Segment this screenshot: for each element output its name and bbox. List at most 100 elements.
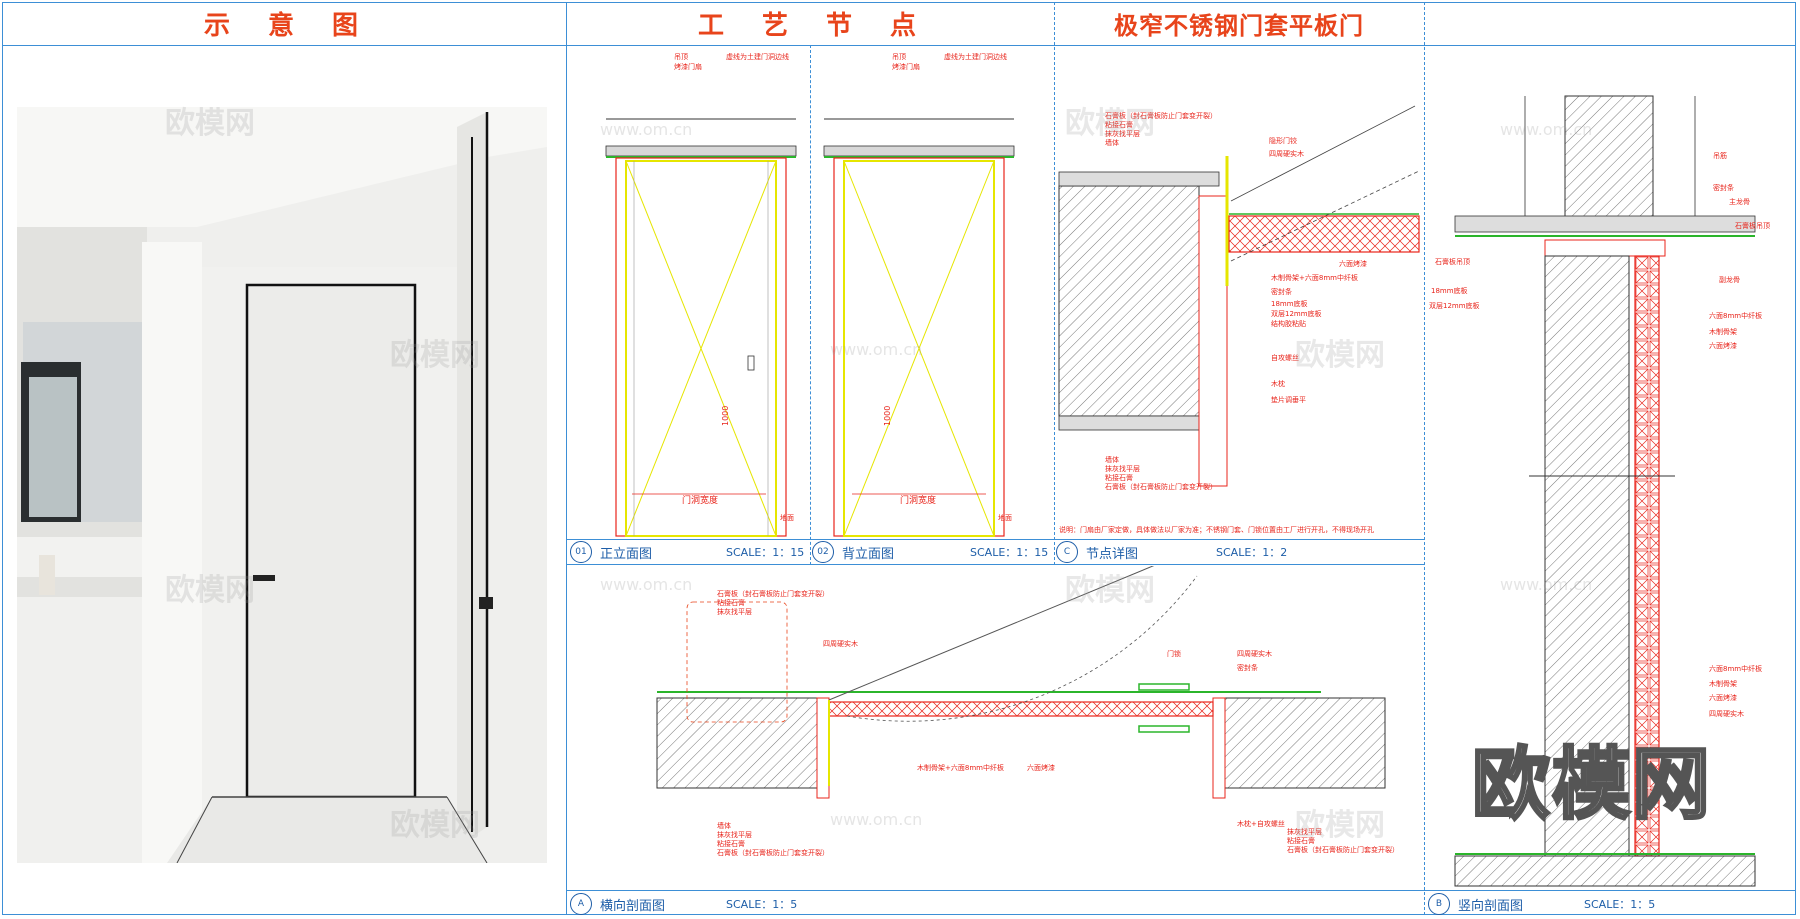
detail-top-label-1: 石膏板（封石膏板防止门套变开裂）: [1105, 111, 1217, 120]
section-a-left-bottom-3: 粘接石膏: [717, 839, 745, 848]
caption-number: B: [1428, 893, 1450, 915]
section-a-right-label-2: 四周硬实木: [1237, 649, 1272, 658]
caption-title: 竖向剖面图: [1458, 898, 1524, 914]
caption-scale: SCALE：1：15: [970, 546, 1049, 559]
detail-top-label-2: 粘接石膏: [1105, 120, 1133, 129]
section-a-right-bottom-3: 粘接石膏: [1287, 836, 1315, 845]
section-b-label-2: 密封条: [1713, 183, 1734, 192]
section-b-label-5: 石膏板吊顶: [1435, 257, 1470, 266]
front-label-opening: 虚线为土建门洞边线: [726, 52, 789, 61]
handle-height-back: 1000: [883, 406, 892, 426]
section-b-label-8: 副龙骨: [1719, 275, 1740, 284]
section-a-right-bottom-4: 石膏板（封石膏板防止门套变开裂）: [1287, 845, 1399, 854]
detail-note: 说明：门扇由厂家定做，具体做法以厂家为准；不锈钢门套、门锁位置由工厂进行开孔，不…: [1059, 525, 1374, 534]
section-b-label-7: 双层12mm底板: [1429, 301, 1480, 310]
detail-right-label-8: 结构胶粘贴: [1271, 319, 1306, 328]
caption-number: C: [1056, 541, 1078, 563]
section-a-left-bottom-4: 石膏板（封石膏板防止门套变开裂）: [717, 848, 829, 857]
detail-top-label-4: 墙体: [1105, 138, 1119, 147]
section-a-right-label-1: 门锁: [1167, 649, 1181, 658]
caption-node-detail: C 节点详图 SCALE：1：2: [1056, 540, 1422, 564]
section-a-left-bottom-1: 墙体: [717, 821, 731, 830]
section-b-bottom-label-4: 四周硬实木: [1709, 709, 1744, 718]
detail-right-label-11: 垫片调垂平: [1271, 395, 1306, 404]
node-detail-drawing: 石膏板（封石膏板防止门套变开裂） 粘接石膏 抹灰找平层 墙体 隐形门铰 四周硬实…: [1058, 105, 1420, 534]
divider-elevations: [810, 45, 811, 565]
section-b-label-3: 主龙骨: [1729, 197, 1750, 206]
front-label-door-leaf: 烤漆门扇: [674, 62, 702, 71]
caption-scale: SCALE：1：5: [726, 898, 798, 911]
section-b-bottom-label-3: 六面烤漆: [1709, 693, 1737, 702]
back-door-width-label: 门洞宽度: [900, 494, 936, 506]
caption-back-elevation: 02 背立面图 SCALE：1：15: [812, 540, 1052, 564]
caption-title: 正立面图: [600, 546, 653, 562]
section-b-bottom-label-1: 六面8mm中纤板: [1709, 664, 1762, 673]
section-a-left-bottom-2: 抹灰找平层: [717, 830, 752, 839]
header-divider: [2, 45, 1796, 46]
detail-top-label-3: 抹灰找平层: [1105, 129, 1140, 138]
detail-right-label-3: 六面烤漆: [1339, 259, 1367, 268]
detail-right-label-7: 双层12mm底板: [1271, 309, 1322, 318]
section-a-left-label-3: 抹灰找平层: [717, 607, 752, 616]
detail-bottom-label-2: 抹灰找平层: [1105, 464, 1140, 473]
front-label-ceiling: 吊顶: [674, 53, 688, 61]
detail-right-label-2: 四周硬实木: [1269, 149, 1304, 158]
handle-height-front: 1000: [721, 406, 730, 426]
section-a-right-bottom-2: 抹灰找平层: [1287, 827, 1322, 836]
section-b-label-9: 六面8mm中纤板: [1709, 311, 1762, 320]
section-a-left-label-2: 粘接石膏: [717, 598, 745, 607]
header-schematic: 示 意 图: [203, 10, 364, 41]
section-a-drawing: 石膏板（封石膏板防止门套变开裂） 粘接石膏 抹灰找平层 墙体 抹灰找平层 粘接石…: [656, 566, 1399, 857]
back-label-opening: 虚线为土建门洞边线: [944, 52, 1007, 61]
back-label-ceiling: 吊顶: [892, 53, 906, 61]
detail-right-label-4: 木制骨架+六面8mm中纤板: [1271, 273, 1358, 282]
section-b-label-11: 六面烤漆: [1709, 341, 1737, 350]
caption-scale: SCALE：1：5: [1584, 898, 1656, 911]
detail-right-label-1: 隐形门铰: [1269, 136, 1297, 145]
caption-line-bottom: [566, 564, 1424, 565]
section-b-label-10: 木制骨架: [1709, 327, 1737, 336]
section-a-mid-label-2: 木制骨架+六面8mm中纤板: [917, 763, 1004, 772]
caption-number: 01: [570, 541, 592, 563]
detail-bottom-label-3: 粘接石膏: [1105, 473, 1133, 482]
detail-right-label-10: 木枕: [1271, 379, 1285, 388]
section-a-right-label-3: 密封条: [1237, 663, 1258, 672]
divider-photo: [566, 2, 567, 915]
section-b-label-6: 18mm底板: [1431, 286, 1468, 295]
divider-detail: [1054, 2, 1055, 565]
caption-number: A: [570, 893, 592, 915]
detail-right-label-5: 密封条: [1271, 287, 1292, 296]
divider-section-b: [1424, 2, 1425, 915]
caption-scale: SCALE：1：2: [1216, 546, 1288, 559]
caption-section-a: A 横向剖面图 SCALE：1：5: [570, 892, 1420, 916]
caption-line-top: [566, 539, 1424, 540]
front-floor-label: 地面: [780, 513, 794, 522]
section-b-label-1: 吊筋: [1713, 151, 1727, 160]
caption-title: 节点详图: [1086, 546, 1139, 562]
caption-line-lower: [566, 890, 1796, 891]
front-elevation: 1000 吊顶 烤漆门扇 虚线为土建门洞边线: [605, 52, 797, 537]
back-floor-label: 地面: [998, 513, 1012, 522]
elevation-drawings: 1000 吊顶 烤漆门扇 虚线为土建门洞边线 吊顶 烤漆门扇 虚线为土建门洞边线…: [605, 52, 1015, 537]
front-door-width-label: 门洞宽度: [682, 494, 718, 506]
section-a-mid-label-3: 六面烤漆: [1027, 763, 1055, 772]
back-elevation: 吊顶 烤漆门扇 虚线为土建门洞边线 1000: [823, 52, 1015, 537]
header-process-nodes: 工 艺 节 点: [697, 10, 922, 41]
detail-bottom-label-4: 石膏板（封石膏板防止门套变开裂）: [1105, 482, 1217, 491]
caption-number: 02: [812, 541, 834, 563]
door-photo-illustration: [17, 107, 547, 863]
section-a-right-bottom-1: 木枕+自攻螺丝: [1237, 819, 1285, 828]
brand-watermark-large: 欧模网: [1470, 739, 1713, 832]
caption-scale: SCALE：1：15: [726, 546, 805, 559]
detail-bottom-label-1: 墙体: [1105, 455, 1119, 464]
back-label-door-leaf: 烤漆门扇: [892, 62, 920, 71]
caption-front-elevation: 01 正立面图 SCALE：1：15: [570, 540, 810, 564]
door-photo: [17, 107, 547, 863]
section-b-bottom-label-2: 木制骨架: [1709, 679, 1737, 688]
section-a-mid-label-1: 四周硬实木: [823, 639, 858, 648]
caption-section-b: B 竖向剖面图 SCALE：1：5: [1428, 892, 1794, 916]
detail-right-label-9: 自攻螺丝: [1271, 353, 1299, 362]
caption-title: 横向剖面图: [600, 898, 666, 914]
detail-right-label-6: 18mm底板: [1271, 299, 1308, 308]
